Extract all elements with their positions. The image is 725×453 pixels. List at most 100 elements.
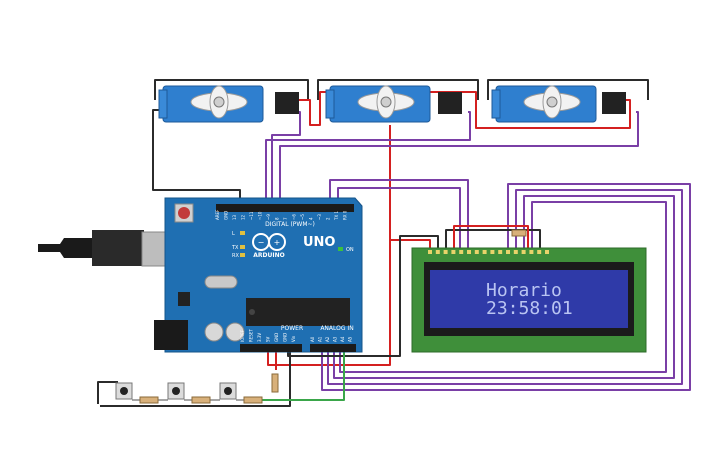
analog-header[interactable]: [310, 344, 356, 352]
wires: [97, 79, 691, 407]
servo-connector[interactable]: [275, 92, 299, 114]
lcd-pin[interactable]: [428, 250, 432, 254]
servo-connector[interactable]: [438, 92, 462, 114]
usb-plug: [92, 230, 144, 266]
servo-connector[interactable]: [602, 92, 626, 114]
svg-text:−: −: [258, 238, 265, 247]
lcd-pin[interactable]: [537, 250, 542, 254]
wire-purple-lcd-data[interactable]: [321, 183, 691, 391]
servo-1[interactable]: [158, 85, 299, 123]
lcd-pin[interactable]: [451, 250, 456, 254]
lcd-pin[interactable]: [521, 250, 526, 254]
wire-black-lcd-ground[interactable]: [287, 235, 439, 357]
pin-label: ~10: [258, 211, 263, 220]
pin-label: ~6: [292, 214, 297, 220]
wire-purple-lcd-data-2[interactable]: [327, 189, 683, 385]
resistor-4[interactable]: [271, 373, 279, 393]
crystal: [204, 275, 238, 289]
wire-black-servo-ground[interactable]: [154, 79, 649, 100]
wire-red-lcd-power[interactable]: [390, 239, 431, 248]
arduino-uno[interactable]: DIGITAL (PWM~) − + UNO ARDUINO ON L TX R…: [38, 197, 363, 353]
pin-label: GND: [274, 333, 279, 342]
pin-label: 3.3V: [257, 333, 262, 342]
wire-purple-lcd-data-3[interactable]: [333, 195, 675, 379]
lcd-pin[interactable]: [529, 250, 534, 254]
led-tx: [240, 245, 245, 249]
pushbutton-3-cap[interactable]: [224, 387, 232, 395]
reset-button-cap[interactable]: [178, 207, 190, 219]
power-jack[interactable]: [154, 320, 188, 350]
button-row: [115, 373, 279, 404]
pin-label: ~5: [300, 214, 305, 220]
l-label: L: [232, 231, 235, 237]
chip-notch: [249, 309, 255, 315]
led-rx: [240, 253, 245, 257]
pin-label: A1: [318, 336, 323, 342]
lcd-pin[interactable]: [545, 250, 549, 254]
servo-3[interactable]: [491, 85, 626, 123]
wire-purple-servo3-signal[interactable]: [279, 111, 639, 205]
lcd-pin[interactable]: [474, 250, 479, 254]
resistor-3[interactable]: [243, 396, 263, 404]
servo-tab-left: [158, 89, 168, 119]
pin-label: 4: [309, 217, 314, 220]
lcd-line-1: Horario: [486, 280, 562, 301]
on-label: ON: [346, 247, 354, 253]
wire-purple-lcd-data-4[interactable]: [339, 201, 667, 373]
digital-header[interactable]: [216, 204, 354, 212]
pin-label: GND: [283, 333, 288, 342]
wire-purple-servo2-signal[interactable]: [265, 111, 471, 205]
pin-label: 2: [326, 217, 331, 220]
wire-black-ground-to-arduino[interactable]: [152, 109, 241, 205]
svg-text:+: +: [274, 238, 281, 247]
pin-label: 7: [283, 217, 288, 220]
lcd-pin[interactable]: [506, 250, 510, 254]
pin-label: A4: [340, 336, 345, 342]
pin-label: ~9: [266, 214, 271, 220]
wire-black-lcd-contrast[interactable]: [445, 229, 541, 248]
wire-purple-lcd-en[interactable]: [337, 187, 461, 248]
tx-label: TX: [231, 245, 239, 251]
small-chip: [178, 292, 190, 306]
arduino-logo: − +: [252, 233, 286, 251]
lcd-line-2: 23:58:01: [486, 298, 573, 319]
pin-label: A5: [348, 336, 353, 342]
arduino-brand: ARDUINO: [253, 252, 284, 259]
pin-label: TX 1: [334, 211, 339, 221]
lcd-pin[interactable]: [498, 250, 503, 254]
pin-label: 12: [241, 214, 246, 220]
pushbutton-1-cap[interactable]: [120, 387, 128, 395]
lcd-pin[interactable]: [467, 250, 471, 254]
lcd-pin[interactable]: [459, 250, 464, 254]
servo-hub: [380, 96, 392, 108]
resistor-1[interactable]: [139, 396, 159, 404]
lcd-screen: [430, 270, 628, 328]
lcd-resistor[interactable]: [511, 229, 527, 237]
rx-label: RX: [232, 253, 239, 259]
pushbutton-2-cap[interactable]: [172, 387, 180, 395]
lcd-pin[interactable]: [435, 250, 440, 254]
microcontroller-chip[interactable]: [246, 298, 350, 326]
pin-label: 13: [232, 214, 237, 220]
servo-2[interactable]: [325, 85, 462, 123]
wire-purple-lcd-rs[interactable]: [329, 179, 469, 248]
lcd-16x2[interactable]: Horario 23:58:01: [411, 229, 647, 353]
power-header[interactable]: [240, 344, 302, 352]
wire-purple-servo1-signal[interactable]: [271, 111, 301, 205]
lcd-pin-header[interactable]: [428, 250, 549, 254]
wire-red-lcd-backlight[interactable]: [453, 225, 529, 248]
pin-label: AREF: [215, 209, 220, 220]
pin-label: A2: [325, 336, 330, 342]
wire-green-button-signal[interactable]: [260, 352, 345, 401]
wire-black-button-ground[interactable]: [97, 352, 291, 407]
lcd-pin[interactable]: [490, 250, 495, 254]
pin-label: A3: [333, 336, 338, 342]
servo-tab-left: [491, 89, 501, 119]
lcd-pin[interactable]: [513, 250, 518, 254]
led-l: [240, 231, 245, 235]
lcd-pin[interactable]: [443, 250, 448, 254]
lcd-pin[interactable]: [482, 250, 487, 254]
resistor-2[interactable]: [191, 396, 211, 404]
